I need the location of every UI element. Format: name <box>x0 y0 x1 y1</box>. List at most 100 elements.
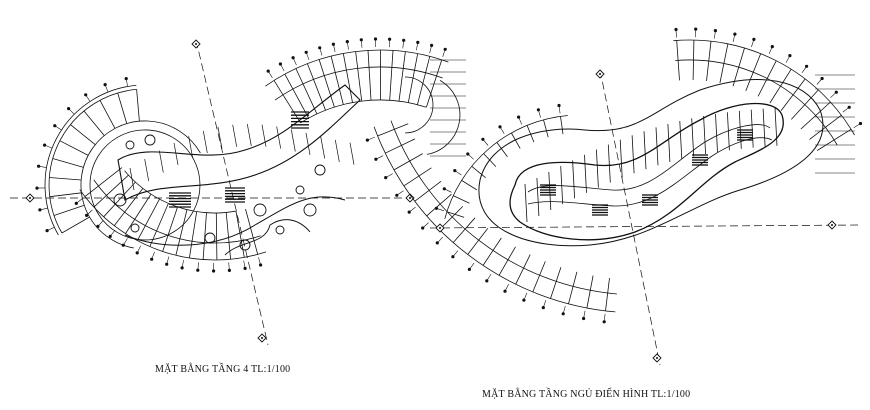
north-tick-dot <box>331 42 335 46</box>
south-grid-tick-dot <box>384 176 388 180</box>
north-radial <box>398 51 406 102</box>
south-grid-tick-dot <box>582 316 586 321</box>
slab-edge <box>124 196 346 246</box>
tree <box>113 193 127 207</box>
grid-radial <box>61 216 90 234</box>
north-radial <box>284 73 309 119</box>
north-tick-dot <box>402 38 406 42</box>
west-grid-radial <box>453 195 470 204</box>
atrium-circle <box>89 129 201 241</box>
east-terrace-outer <box>426 80 461 155</box>
south-tick-dot <box>180 266 184 270</box>
north-grid-radial <box>706 41 712 81</box>
south-radial <box>189 211 198 259</box>
grid-tick-dot <box>37 164 41 168</box>
south-radial <box>162 206 178 252</box>
axis-marker-north-dot <box>599 73 601 75</box>
north-grid-radial <box>719 43 729 84</box>
guest-room-partition <box>619 139 623 178</box>
north-tick-dot <box>278 62 282 66</box>
south-grid-radial <box>498 246 516 276</box>
south-grid-tick-dot <box>451 255 455 259</box>
south-grid-radial <box>568 271 578 304</box>
south-radial <box>103 181 136 218</box>
guest-room-partition <box>631 135 635 174</box>
atrium-ring <box>80 120 201 249</box>
south-tick-dot <box>227 268 231 272</box>
north-curve-mid <box>274 66 443 101</box>
axis-marker-north-dot <box>195 43 197 45</box>
south-tick-dot <box>96 224 100 228</box>
guest-room-partition <box>560 166 564 205</box>
south-grid-radial <box>532 261 546 293</box>
south-grid-radial <box>385 138 416 154</box>
west-grid-radial <box>543 119 549 138</box>
typical-guest-floor-plan <box>365 27 863 366</box>
floor-slab <box>117 84 361 201</box>
north-tick-dot <box>291 56 295 60</box>
partition <box>290 129 296 152</box>
guest-room-partition <box>572 160 575 199</box>
south-tick-dot <box>108 234 112 238</box>
south-tick-dot <box>121 243 125 247</box>
partition <box>334 139 340 162</box>
floor-4-plan <box>10 37 466 346</box>
north-radial <box>389 50 394 101</box>
south-radial <box>202 212 207 260</box>
south-radial <box>137 198 160 241</box>
tree <box>125 140 135 150</box>
south-radial <box>93 174 129 208</box>
north-grid-tick-dot <box>834 90 838 94</box>
west-grid-radial <box>483 153 497 167</box>
outer-grid-arc-2 <box>44 85 137 236</box>
grid-tick-dot <box>103 83 107 87</box>
north-grid-radial <box>816 128 852 151</box>
north-radial <box>318 59 335 108</box>
north-grid-tick-dot <box>752 37 756 42</box>
guest-room-partition <box>643 131 647 170</box>
grid-radial <box>59 140 89 156</box>
south-grid-radial <box>550 267 562 299</box>
guest-room-partition <box>727 112 730 151</box>
south-grid-radial <box>605 278 610 311</box>
north-tick-dot <box>304 50 308 54</box>
north-grid-tick-dot <box>847 105 851 109</box>
west-grid-radial <box>471 165 486 179</box>
tree <box>303 203 317 217</box>
north-grid-radial <box>676 40 680 81</box>
north-radial <box>330 56 344 105</box>
south-grid-tick-dot <box>485 279 489 283</box>
south-grid-radial <box>403 167 432 187</box>
west-grid-tick-dot <box>498 125 502 129</box>
partition <box>173 142 179 165</box>
guest-room-partition <box>584 154 587 193</box>
axis-marker-south-dot <box>261 337 263 339</box>
south-tick-dot <box>135 251 139 255</box>
garden-path <box>224 219 311 256</box>
west-grid-tick-dot <box>434 206 438 210</box>
south-grid-radial <box>393 153 423 171</box>
south-grid-radial <box>586 275 594 309</box>
grid-tick-dot <box>43 143 47 147</box>
west-grid-arc <box>444 115 568 219</box>
north-grid-radial <box>692 39 695 81</box>
grid-tick-dot <box>67 107 71 111</box>
guest-room-partition <box>596 149 599 188</box>
grid-tick-dot <box>124 77 128 81</box>
south-grid-tick-dot <box>561 312 565 316</box>
north-radial <box>355 51 363 102</box>
south-tick-dot <box>196 268 200 272</box>
guest-room-partition <box>524 183 528 223</box>
north-grid-radial <box>757 60 777 97</box>
north-grid-arc <box>673 39 855 136</box>
west-grid-tick-dot <box>557 103 561 108</box>
south-grid-tick-dot <box>541 306 545 310</box>
south-tick-dot <box>74 201 78 205</box>
south-grid-radial <box>452 217 476 243</box>
axis-marker-east-dot <box>409 197 411 199</box>
partition <box>232 124 238 147</box>
north-grid-radial <box>800 101 831 130</box>
north-tick-dot <box>345 40 349 44</box>
tree <box>144 134 156 146</box>
